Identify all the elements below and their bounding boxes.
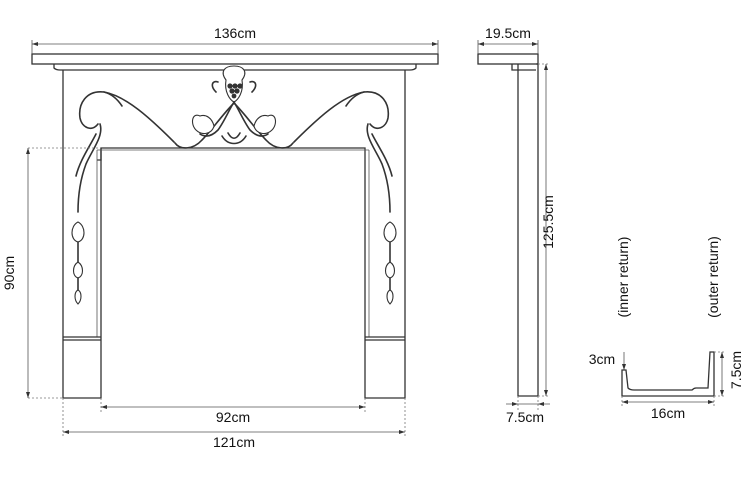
inner-return-value: 3cm xyxy=(589,351,615,367)
dimension-overall-width: 136cm xyxy=(31,25,439,54)
plinth-line-left xyxy=(63,336,101,341)
side-view: 19.5cm 125.5cm 7.5cm xyxy=(477,25,556,425)
dimension-side-height: 125.5cm xyxy=(538,63,556,397)
front-view: 136cm 90cm 92cm 121cm xyxy=(1,25,439,450)
right-scroll-ornament xyxy=(293,91,397,305)
inner-return-label: (inner return) xyxy=(615,237,631,318)
central-ornament xyxy=(174,65,294,149)
opening-height-label: 90cm xyxy=(1,256,17,290)
section-profile xyxy=(621,351,715,397)
dimension-inner-return: 3cm xyxy=(589,351,626,370)
dimension-section-width: 16cm xyxy=(621,396,715,421)
outer-return-label: (outer return) xyxy=(705,236,721,318)
dimension-outer-return: 7.5cm xyxy=(714,351,744,397)
cross-section: (inner return) (outer return) 3cm 7.5cm … xyxy=(589,236,744,421)
plinth-line-right xyxy=(365,336,405,341)
opening-width-label: 92cm xyxy=(216,409,250,425)
surround-body xyxy=(62,70,406,399)
mantel-shelf xyxy=(31,53,439,65)
side-height-label: 125.5cm xyxy=(540,195,556,249)
opening-inner-line xyxy=(96,149,370,337)
opening-frame xyxy=(97,148,102,161)
leg-depth-label: 7.5cm xyxy=(506,409,544,425)
side-moulding xyxy=(511,63,538,71)
left-scroll-ornament xyxy=(71,91,175,305)
dimension-shelf-depth: 19.5cm xyxy=(477,25,539,54)
outer-return-value: 7.5cm xyxy=(728,351,744,389)
section-width-value: 16cm xyxy=(651,405,685,421)
side-leg xyxy=(517,64,539,397)
dimension-outer-width: 121cm xyxy=(62,398,406,450)
dimension-opening-height: 90cm xyxy=(1,147,101,399)
dimension-opening-width: 92cm xyxy=(100,398,366,425)
overall-width-label: 136cm xyxy=(214,25,256,41)
side-shelf xyxy=(477,53,539,65)
dimension-leg-depth: 7.5cm xyxy=(506,396,550,425)
shelf-depth-label: 19.5cm xyxy=(485,25,531,41)
outer-width-label: 121cm xyxy=(213,434,255,450)
